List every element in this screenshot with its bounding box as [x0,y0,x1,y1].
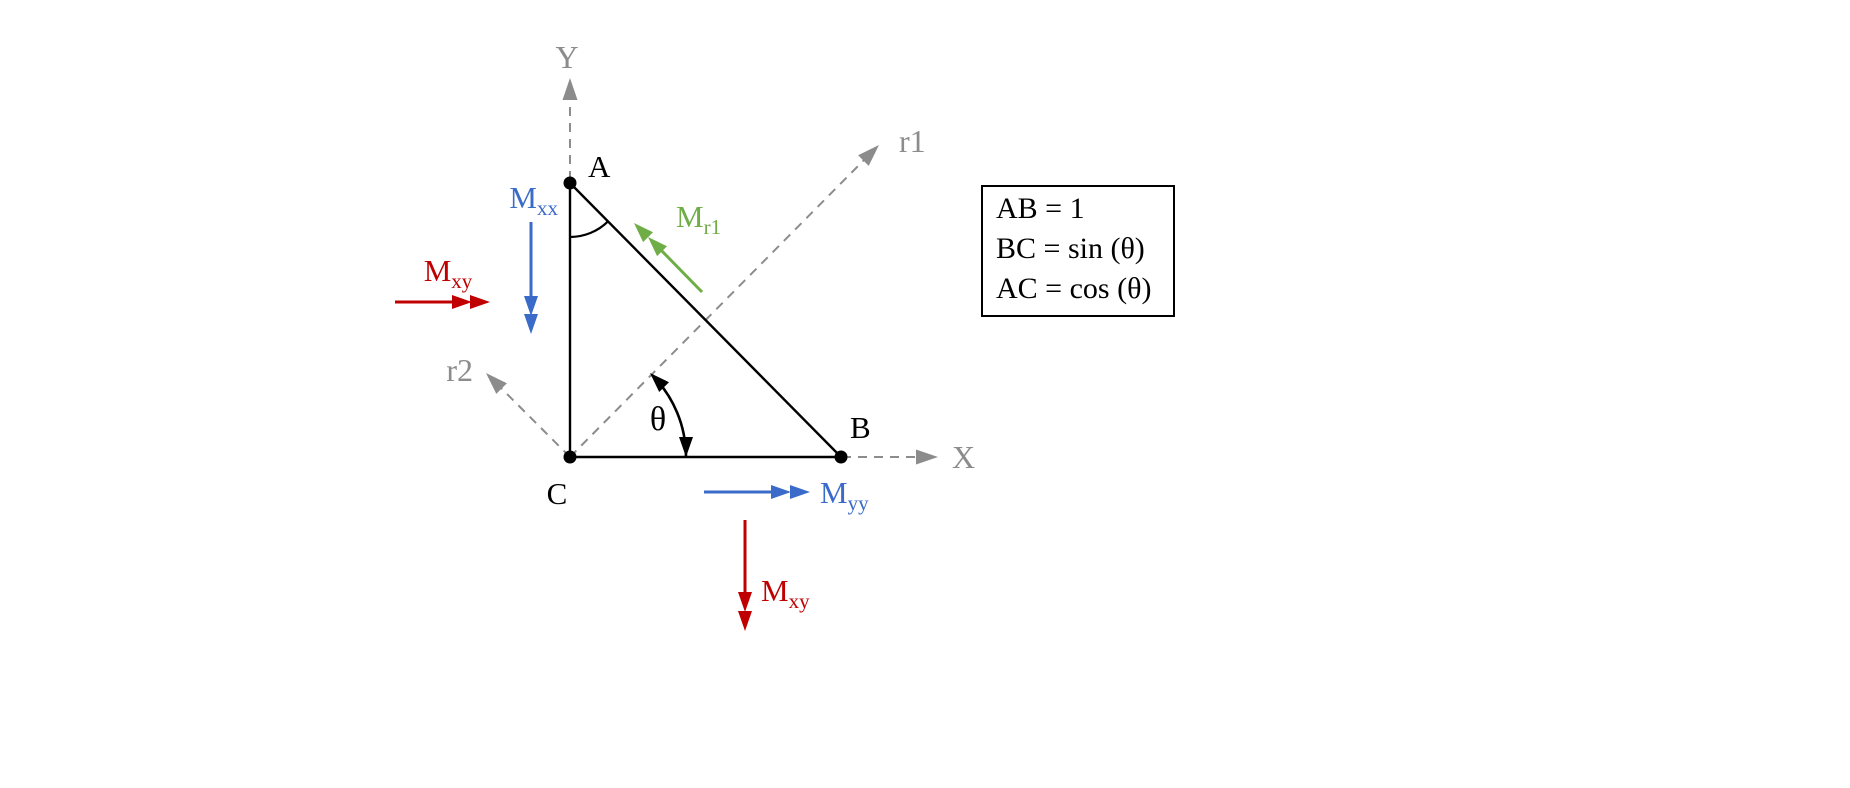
legend-line-ab: AB = 1 [996,192,1085,225]
r2-axis-arrowhead-icon [486,373,507,394]
mxy-bottom-label-sub: xy [789,589,811,613]
mxx-label-sub: xx [537,196,559,220]
y-axis-label: Y [555,39,578,75]
mxy-left-arrow-rear-arrowhead-icon [452,295,472,309]
mxy-left-arrow-front-arrowhead-icon [470,295,490,309]
x-axis-label: X [952,439,975,475]
vertex-b-label: B [850,410,871,445]
legend-line-bc: BC = sin (θ) [996,232,1145,265]
vertex-c-dot [563,450,577,464]
mxx-arrow-front-arrowhead-icon [524,314,538,334]
r1-axis: r1 [569,123,926,458]
myy-label: Myy [820,475,869,515]
vertex-c-label: C [547,476,568,511]
myy-arrow-rear-arrowhead-icon [771,485,791,499]
r1-axis-line [569,157,867,458]
mr1-label-sub: r1 [704,215,722,239]
mxy-left-label-sub: xy [451,269,473,293]
theta-angle-marker: θ [650,373,693,458]
mr1-arrow-rear-arrowhead-icon [648,237,667,257]
mxx-moment-arrow: Mxx [509,180,559,334]
mr1-arrow-shaft [656,245,704,294]
mxy-bottom-label: Mxy [761,573,810,613]
r1-axis-arrowhead-icon [858,145,879,166]
myy-moment-arrow: Myy [704,475,869,515]
vertex-b-dot [834,450,848,464]
mxy-bottom-arrow-front-arrowhead-icon [738,611,752,631]
mxx-label: Mxx [509,180,558,220]
mxy-bottom-arrow-rear-arrowhead-icon [738,592,752,612]
r2-axis-line [499,386,571,458]
x-axis-arrowhead-icon [916,449,938,465]
legend-line-ac: AC = cos (θ) [996,272,1151,305]
mxy-left-moment-arrow: Mxy [395,253,490,309]
r2-axis-label: r2 [446,352,473,388]
angle-arc-a [569,220,609,239]
x-axis: X [570,439,975,475]
theta-arc-lower-arrowhead-icon [679,437,693,457]
myy-arrow-front-arrowhead-icon [790,485,810,499]
mxy-left-label-main: M [424,253,452,288]
r1-axis-label: r1 [899,123,926,159]
legend-border [981,185,1175,317]
mxy-bottom-label-main: M [761,573,789,608]
r2-axis: r2 [446,352,571,458]
triangle: A B C [547,149,871,511]
mr1-moment-arrow: Mr1 [634,199,721,294]
mxy-left-label: Mxy [424,253,473,293]
mxx-label-main: M [509,180,537,215]
y-axis-arrowhead-icon [562,78,578,100]
mr1-arrow-front-arrowhead-icon [634,223,653,243]
mr1-label: Mr1 [676,199,721,239]
vertex-a-label: A [588,149,611,184]
mxy-bottom-moment-arrow: Mxy [738,520,810,631]
y-axis: Y [555,39,579,452]
myy-label-main: M [820,475,848,510]
theta-label: θ [650,401,666,438]
myy-label-sub: yy [848,491,870,515]
edge-ab [569,182,842,458]
theta-arc-upper-arrowhead-icon [650,373,669,392]
mxx-arrow-rear-arrowhead-icon [524,296,538,316]
legend-box: AB = 1 BC = sin (θ) AC = cos (θ) [981,185,1175,317]
mr1-label-main: M [676,199,704,234]
vertex-a-dot [563,176,577,190]
